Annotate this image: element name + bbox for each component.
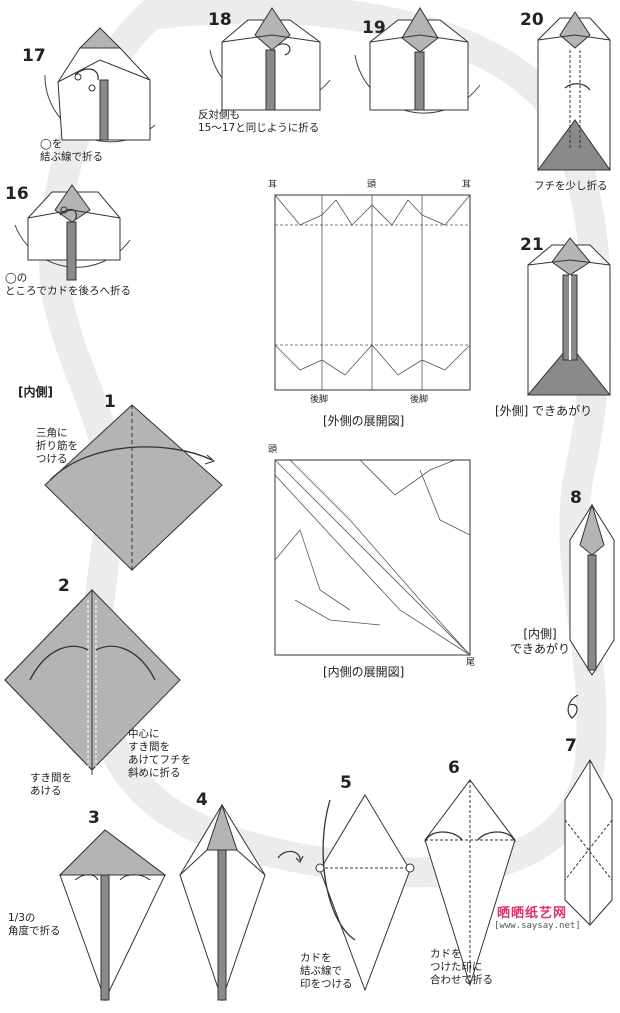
step-6-figure xyxy=(424,779,516,987)
inner-crease-pattern xyxy=(274,459,471,656)
note-step-5: カドを 結ぶ線で 印をつける xyxy=(300,952,353,990)
note-step-1: 三角に 折り筋を つける xyxy=(36,427,78,465)
label-outer-done: [外側] できあがり xyxy=(495,404,593,418)
step-4-figure xyxy=(179,803,266,1002)
note-step-3: 1/3の 角度で折る xyxy=(8,912,61,937)
note-step-6: カドを つけた印に 合わせて折る xyxy=(430,948,493,986)
step-16-figure xyxy=(14,184,131,281)
step-20-figure xyxy=(537,11,611,171)
step-number-6: 6 xyxy=(448,758,460,778)
step-number-20: 20 xyxy=(520,10,544,30)
label-inner-crease-pattern: [内側の展開図] xyxy=(323,665,405,679)
label-outer-crease-pattern: [外側の展開図] xyxy=(323,414,405,428)
note-step-20: フチを少し折る xyxy=(534,180,608,192)
cp-label-hindleg-left: 後脚 xyxy=(310,395,329,405)
step-19-figure xyxy=(354,7,481,114)
step-21-figure xyxy=(526,237,612,396)
watermark-url: [www.saysay.net] xyxy=(494,921,581,931)
step-8-figure xyxy=(569,503,615,676)
rotate-symbol xyxy=(567,694,579,719)
step-number-18: 18 xyxy=(208,10,232,30)
cp-label-ear-left: 耳 xyxy=(268,180,278,190)
note-step-18: 反対側も 15〜17と同じように折る xyxy=(198,109,320,134)
step-2-figure xyxy=(4,588,181,775)
turn-over-symbol xyxy=(277,850,304,864)
step-5-figure xyxy=(315,794,415,992)
step-number-17: 17 xyxy=(22,46,46,66)
cp-label-head: 頭 xyxy=(367,180,377,190)
step-number-19: 19 xyxy=(362,18,386,38)
step-number-5: 5 xyxy=(340,773,352,793)
step-7-figure xyxy=(564,759,613,926)
step-number-4: 4 xyxy=(196,790,208,810)
step-number-7: 7 xyxy=(565,736,577,756)
step-number-16: 16 xyxy=(5,184,29,204)
cp-label-inner-head: 頭 xyxy=(268,445,278,455)
step-number-1: 1 xyxy=(104,392,116,412)
step-18-figure xyxy=(209,7,331,111)
label-inner-section: [内側] xyxy=(18,385,53,399)
watermark-brand: 晒晒纸艺网 xyxy=(497,906,568,921)
note-step-16: ◯の ところでカドを後ろへ折る xyxy=(5,272,131,297)
cp-label-hindleg-right: 後脚 xyxy=(410,395,429,405)
step-17-figure xyxy=(44,27,156,143)
note-step-2a: 中心に すき間を あけてフチを 斜めに折る xyxy=(128,728,191,779)
note-step-2b: すき間を あける xyxy=(30,772,72,797)
cp-label-ear-right: 耳 xyxy=(462,180,472,190)
cp-label-tail: 尾 xyxy=(466,658,476,668)
step-3-figure xyxy=(58,829,167,1002)
step-number-2: 2 xyxy=(58,576,70,596)
step-1-figure xyxy=(44,404,223,571)
step-number-3: 3 xyxy=(88,808,100,828)
outer-crease-pattern xyxy=(274,194,471,391)
label-inner-done: [内側] できあがり xyxy=(510,627,571,656)
note-step-17: ◯を 結ぶ線で折る xyxy=(40,138,103,163)
step-number-21: 21 xyxy=(520,235,544,255)
step-number-8: 8 xyxy=(570,488,582,508)
